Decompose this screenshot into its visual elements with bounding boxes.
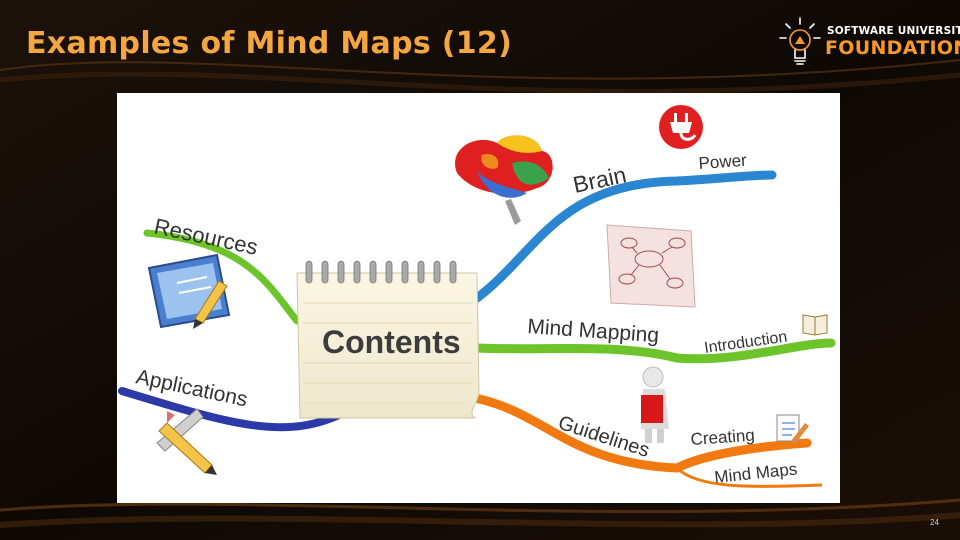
lightbulb-icon: [779, 17, 821, 65]
branch-mind-maps: [675, 466, 823, 488]
label-creating: Creating: [690, 426, 755, 449]
book-icon: [802, 314, 828, 336]
mind-map-image: Contents Resources Applications Brain Po…: [117, 93, 840, 503]
label-resources: Resources: [152, 213, 260, 259]
branch-brain: [472, 170, 777, 303]
logo-line2: FOUNDATION: [825, 37, 960, 59]
brain-icon: [455, 135, 553, 225]
branch-resources: [143, 229, 301, 325]
contents-notepad: Contents: [296, 260, 480, 419]
software-university-logo: SOFTWARE UNIVERSITY FOUNDATION: [778, 16, 960, 72]
checklist-pencil-icon: [776, 414, 809, 444]
label-applications: Applications: [134, 365, 250, 411]
slide-title: Examples of Mind Maps (12): [26, 26, 513, 61]
logo-line1: SOFTWARE UNIVERSITY: [827, 25, 960, 37]
label-power: Power: [698, 151, 748, 173]
pencil-ruler-icon: [156, 408, 217, 475]
page-number: 24: [930, 518, 939, 527]
label-mind-mapping: Mind Mapping: [527, 315, 660, 347]
branch-applications: [118, 387, 351, 432]
branch-guidelines: [470, 393, 812, 473]
mind-map-diagram: Contents Resources Applications Brain Po…: [118, 105, 836, 488]
branch-mind-mapping: [472, 338, 836, 364]
label-mind-maps: Mind Maps: [713, 459, 798, 487]
person-holding-sign-icon: [641, 366, 669, 443]
blueprint-pencil-icon: [147, 253, 231, 329]
mind-map-sketch-icon: [606, 224, 696, 308]
center-label: Contents: [322, 324, 461, 360]
power-plug-icon: [659, 105, 703, 149]
